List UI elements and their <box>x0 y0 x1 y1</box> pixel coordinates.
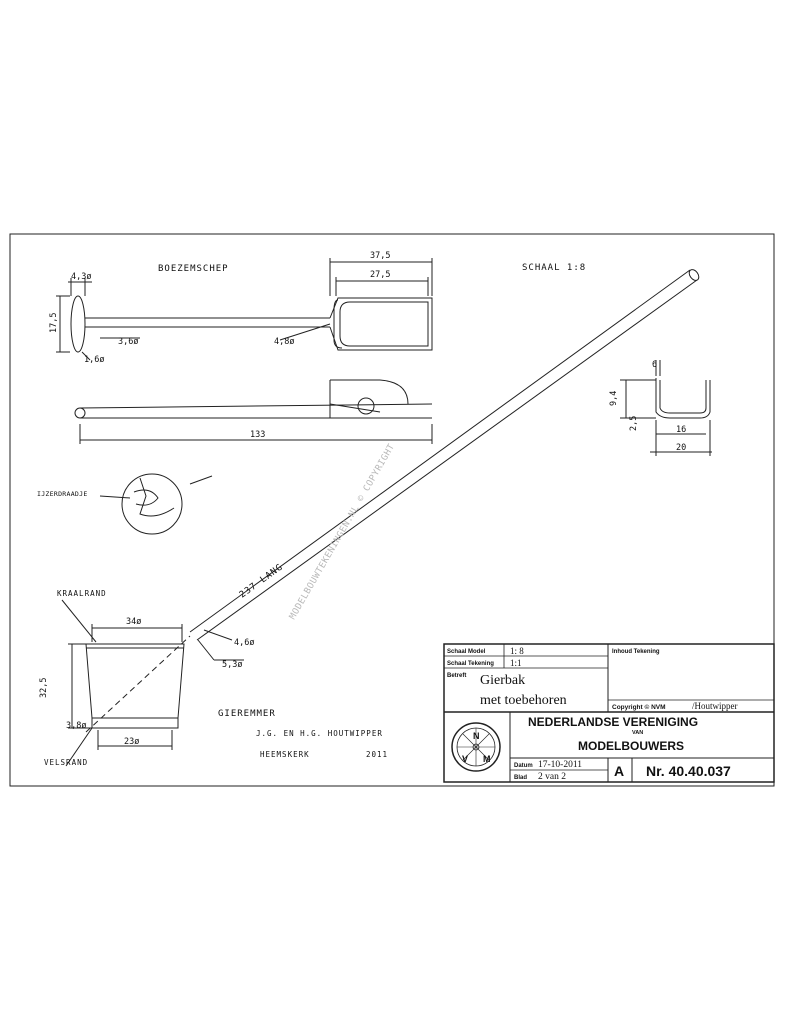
blad-value: 2 van 2 <box>538 772 566 782</box>
dim-head-width: 4,3ø <box>71 272 91 282</box>
schaal-model-value: 1: 8 <box>510 646 524 656</box>
dim-section-lip: 2,5 <box>629 416 639 431</box>
dim-section-outer: 20 <box>676 443 686 453</box>
betreft-line2: met toebehoren <box>480 693 567 708</box>
bucket-title: GIEREMMER <box>218 709 276 719</box>
scoop-top-view <box>56 258 433 361</box>
dim-scoop-inner: 27,5 <box>370 270 390 280</box>
blad-label: Blad <box>514 775 527 781</box>
dim-bucket-top: 34ø <box>126 617 141 627</box>
datum-value: 17-10-2011 <box>538 760 582 770</box>
scoop-section-view <box>620 360 712 456</box>
dim-total-length: 133 <box>250 430 265 440</box>
dim-handle-b: 5,3ø <box>222 660 242 670</box>
dim-head-height: 17,5 <box>49 313 59 333</box>
org-line1: NEDERLANDSE VERENIGING <box>528 715 698 729</box>
copyright-prefix: Copyright © NVM <box>612 703 666 711</box>
dim-bucket-bottom: 23ø <box>124 737 139 747</box>
sheet-border <box>9 233 775 787</box>
dim-section-inner: 16 <box>676 425 686 435</box>
place-credit: HEEMSKERK <box>260 750 310 759</box>
betreft-label: Betreft <box>447 673 466 679</box>
title-block <box>443 643 775 783</box>
rim-bottom-label: VELSRAND <box>44 758 88 767</box>
year-credit: 2011 <box>366 750 388 759</box>
org-van: VAN <box>632 730 643 736</box>
dim-scoop-outer: 37,5 <box>370 251 390 261</box>
logo-letter-n: N <box>473 731 480 741</box>
scale-note: SCHAAL 1:8 <box>522 263 586 273</box>
drawing-number: Nr. 40.40.037 <box>646 763 731 779</box>
dim-bucket-height: 32,5 <box>39 678 49 698</box>
logo-letter-m: M <box>483 754 491 764</box>
makers-credit: J.G. EN H.G. HOUTWIPPER <box>256 729 383 738</box>
copyright-watermark: MODELBOUWTEKENINGEN.NL © COPYRIGHT <box>288 442 397 621</box>
schaal-tekening-label: Schaal Tekening <box>447 661 494 667</box>
dim-bucket-foot: 3,8ø <box>66 721 86 731</box>
inhoud-label: Inhoud Tekening <box>612 649 660 655</box>
handle-rod <box>189 269 700 641</box>
wire-label: IJZERDRAADJE <box>37 490 88 498</box>
dim-neck: 4,8ø <box>274 337 294 347</box>
datum-label: Datum <box>514 763 533 769</box>
dim-wall: 6 <box>652 360 657 370</box>
betreft-line1: Gierbak <box>480 673 525 688</box>
bucket-drawing <box>61 599 244 767</box>
schaal-tekening-value: 1:1 <box>510 658 522 668</box>
dim-section-height: 9,4 <box>609 391 619 406</box>
part-title: BOEZEMSCHEP <box>158 264 229 274</box>
wire-detail <box>99 473 213 535</box>
dim-handle-a: 4,6ø <box>234 638 254 648</box>
org-line2: MODELBOUWERS <box>578 739 684 753</box>
schaal-model-label: Schaal Model <box>447 649 486 655</box>
copyright-suffix: /Houtwipper <box>692 701 738 711</box>
logo-letter-v: V <box>462 754 468 764</box>
scoop-side-view <box>74 379 433 444</box>
rim-top-label: KRAALRAND <box>57 589 107 598</box>
dim-pin: 1,6ø <box>84 355 104 365</box>
format-letter: A <box>614 763 624 779</box>
dim-shaft: 3,6ø <box>118 337 138 347</box>
